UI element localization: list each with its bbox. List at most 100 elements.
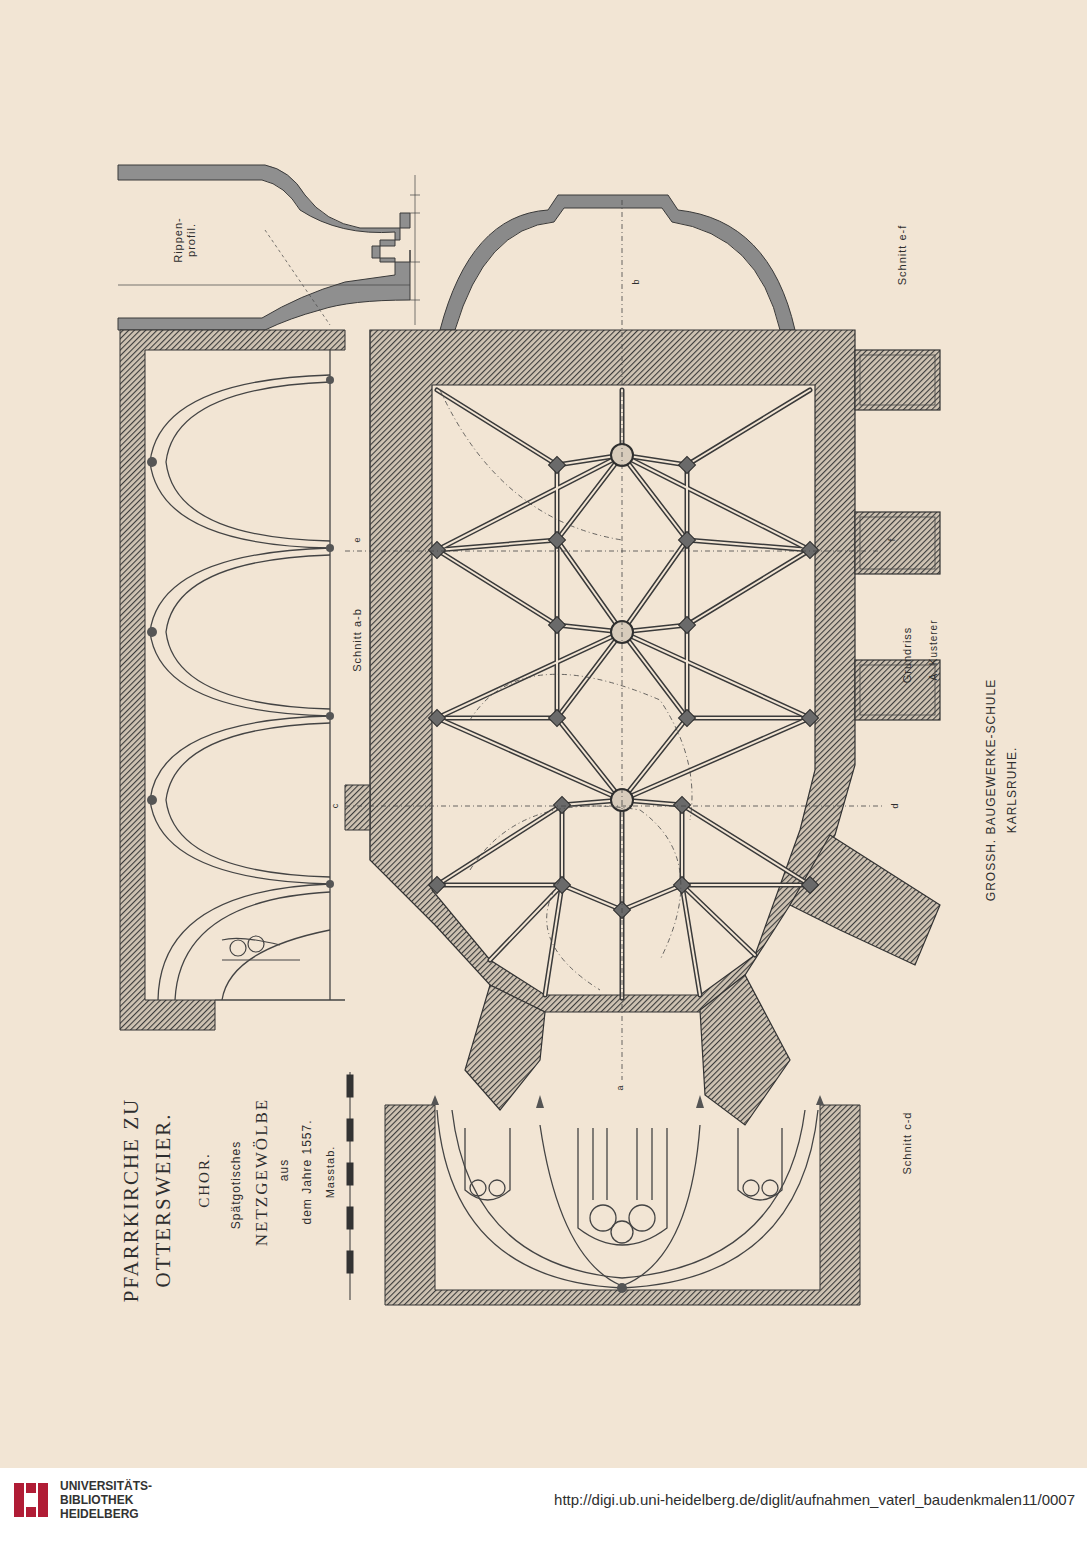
plan-wall [345, 785, 370, 830]
pinnacles [431, 1095, 824, 1293]
boss [554, 797, 571, 814]
rib-line [560, 805, 565, 885]
rib-line [437, 718, 622, 800]
construction-lines [345, 200, 885, 1080]
boss [429, 542, 446, 559]
rib-dimensions [118, 175, 420, 325]
rib-line [682, 805, 810, 885]
rib-line [437, 390, 557, 465]
rib-line [437, 716, 557, 721]
rib-line [622, 455, 810, 550]
section-bosses [147, 376, 334, 888]
section-wall [385, 1105, 860, 1305]
rib-line [682, 883, 810, 888]
section-label: Schnitt e-f [896, 225, 909, 286]
section-label: Schnitt a-b [351, 608, 364, 672]
rib-line [682, 805, 810, 885]
source-url: http://digi.ub.uni-heidelberg.de/diglit/… [554, 1491, 1075, 1508]
institution-name: KARLSRUHE. [1006, 747, 1020, 834]
institution-name: GROSSH. BAUGEWERKE-SCHULE [985, 679, 999, 901]
rib-profile [118, 165, 410, 330]
scale-label: Masstab. [324, 1146, 337, 1199]
drawing-label: Rippen- profil. [172, 212, 197, 268]
section-arches [150, 350, 345, 1000]
rib-line [682, 884, 810, 886]
rib-line [681, 805, 683, 885]
rib-line [682, 885, 755, 955]
rib-line [622, 540, 687, 632]
boss [674, 797, 691, 814]
rib-line [545, 885, 562, 995]
rib-line [557, 455, 622, 540]
rib-line [687, 390, 810, 465]
rib-line [556, 465, 558, 540]
boss [549, 457, 566, 474]
vault-ribs [437, 390, 810, 998]
rib-line [545, 885, 562, 995]
section-arches [437, 1110, 818, 1288]
rib-line [437, 884, 562, 886]
rib-line [687, 390, 810, 465]
rib-line [622, 718, 810, 800]
rib-line [437, 883, 562, 888]
rib-line [687, 717, 810, 719]
section-label: Schnitt c-d [901, 1112, 914, 1175]
rib-line [622, 455, 810, 550]
description: aus [278, 1159, 292, 1181]
drawing-label: Grundriss [901, 627, 914, 684]
rib-line [556, 625, 558, 718]
rib-line [622, 885, 682, 910]
library-name: UNIVERSITÄTS- BIBLIOTHEK HEIDELBERG [60, 1480, 168, 1521]
rib-line [562, 885, 622, 910]
rib-line [437, 717, 557, 719]
rib-line [682, 885, 755, 955]
boss [802, 710, 819, 727]
boss [429, 710, 446, 727]
section-mark: f [887, 539, 897, 542]
author-name: A. Kusterer [928, 619, 940, 680]
rib-line [622, 455, 687, 540]
boss [549, 532, 566, 549]
rib-line [555, 625, 560, 718]
boss-marks [429, 457, 819, 919]
rib-line [437, 455, 622, 550]
buttress [465, 350, 940, 1125]
boss [674, 877, 691, 894]
boss [679, 457, 696, 474]
rib-line [555, 540, 560, 625]
boss [802, 877, 819, 894]
rib-line [622, 540, 687, 632]
rib-line [562, 885, 622, 910]
boss [429, 877, 446, 894]
rib-line [687, 716, 810, 721]
rib-line [685, 540, 690, 625]
description: NETZGEWÖLBE [252, 1098, 272, 1247]
rib-line [687, 550, 810, 625]
rib-line [437, 390, 557, 465]
boss [679, 532, 696, 549]
rib-line [437, 550, 557, 625]
apse-section [440, 195, 795, 330]
section-mark: a [615, 1085, 625, 1090]
rib-line [437, 632, 622, 718]
title: PFARRKIRCHE ZU OTTERSWEIER. [116, 1078, 179, 1323]
rib-line [682, 885, 700, 995]
rib-line [557, 718, 622, 800]
rib-line [555, 465, 560, 540]
footer-bar [0, 1468, 1087, 1555]
rib-line [437, 805, 562, 885]
rib-line [556, 540, 558, 625]
library-logo [14, 1483, 48, 1517]
rib-line [686, 625, 688, 718]
boss [802, 542, 819, 559]
boss [549, 710, 566, 727]
rib-line [622, 718, 810, 800]
rib-line [437, 550, 557, 625]
rib-line [622, 632, 810, 718]
rib-line [686, 465, 688, 540]
rib-line [622, 455, 687, 540]
rib-line [622, 632, 687, 718]
rib-line [437, 455, 622, 550]
rib-line [685, 625, 690, 718]
rib-line [687, 550, 810, 625]
